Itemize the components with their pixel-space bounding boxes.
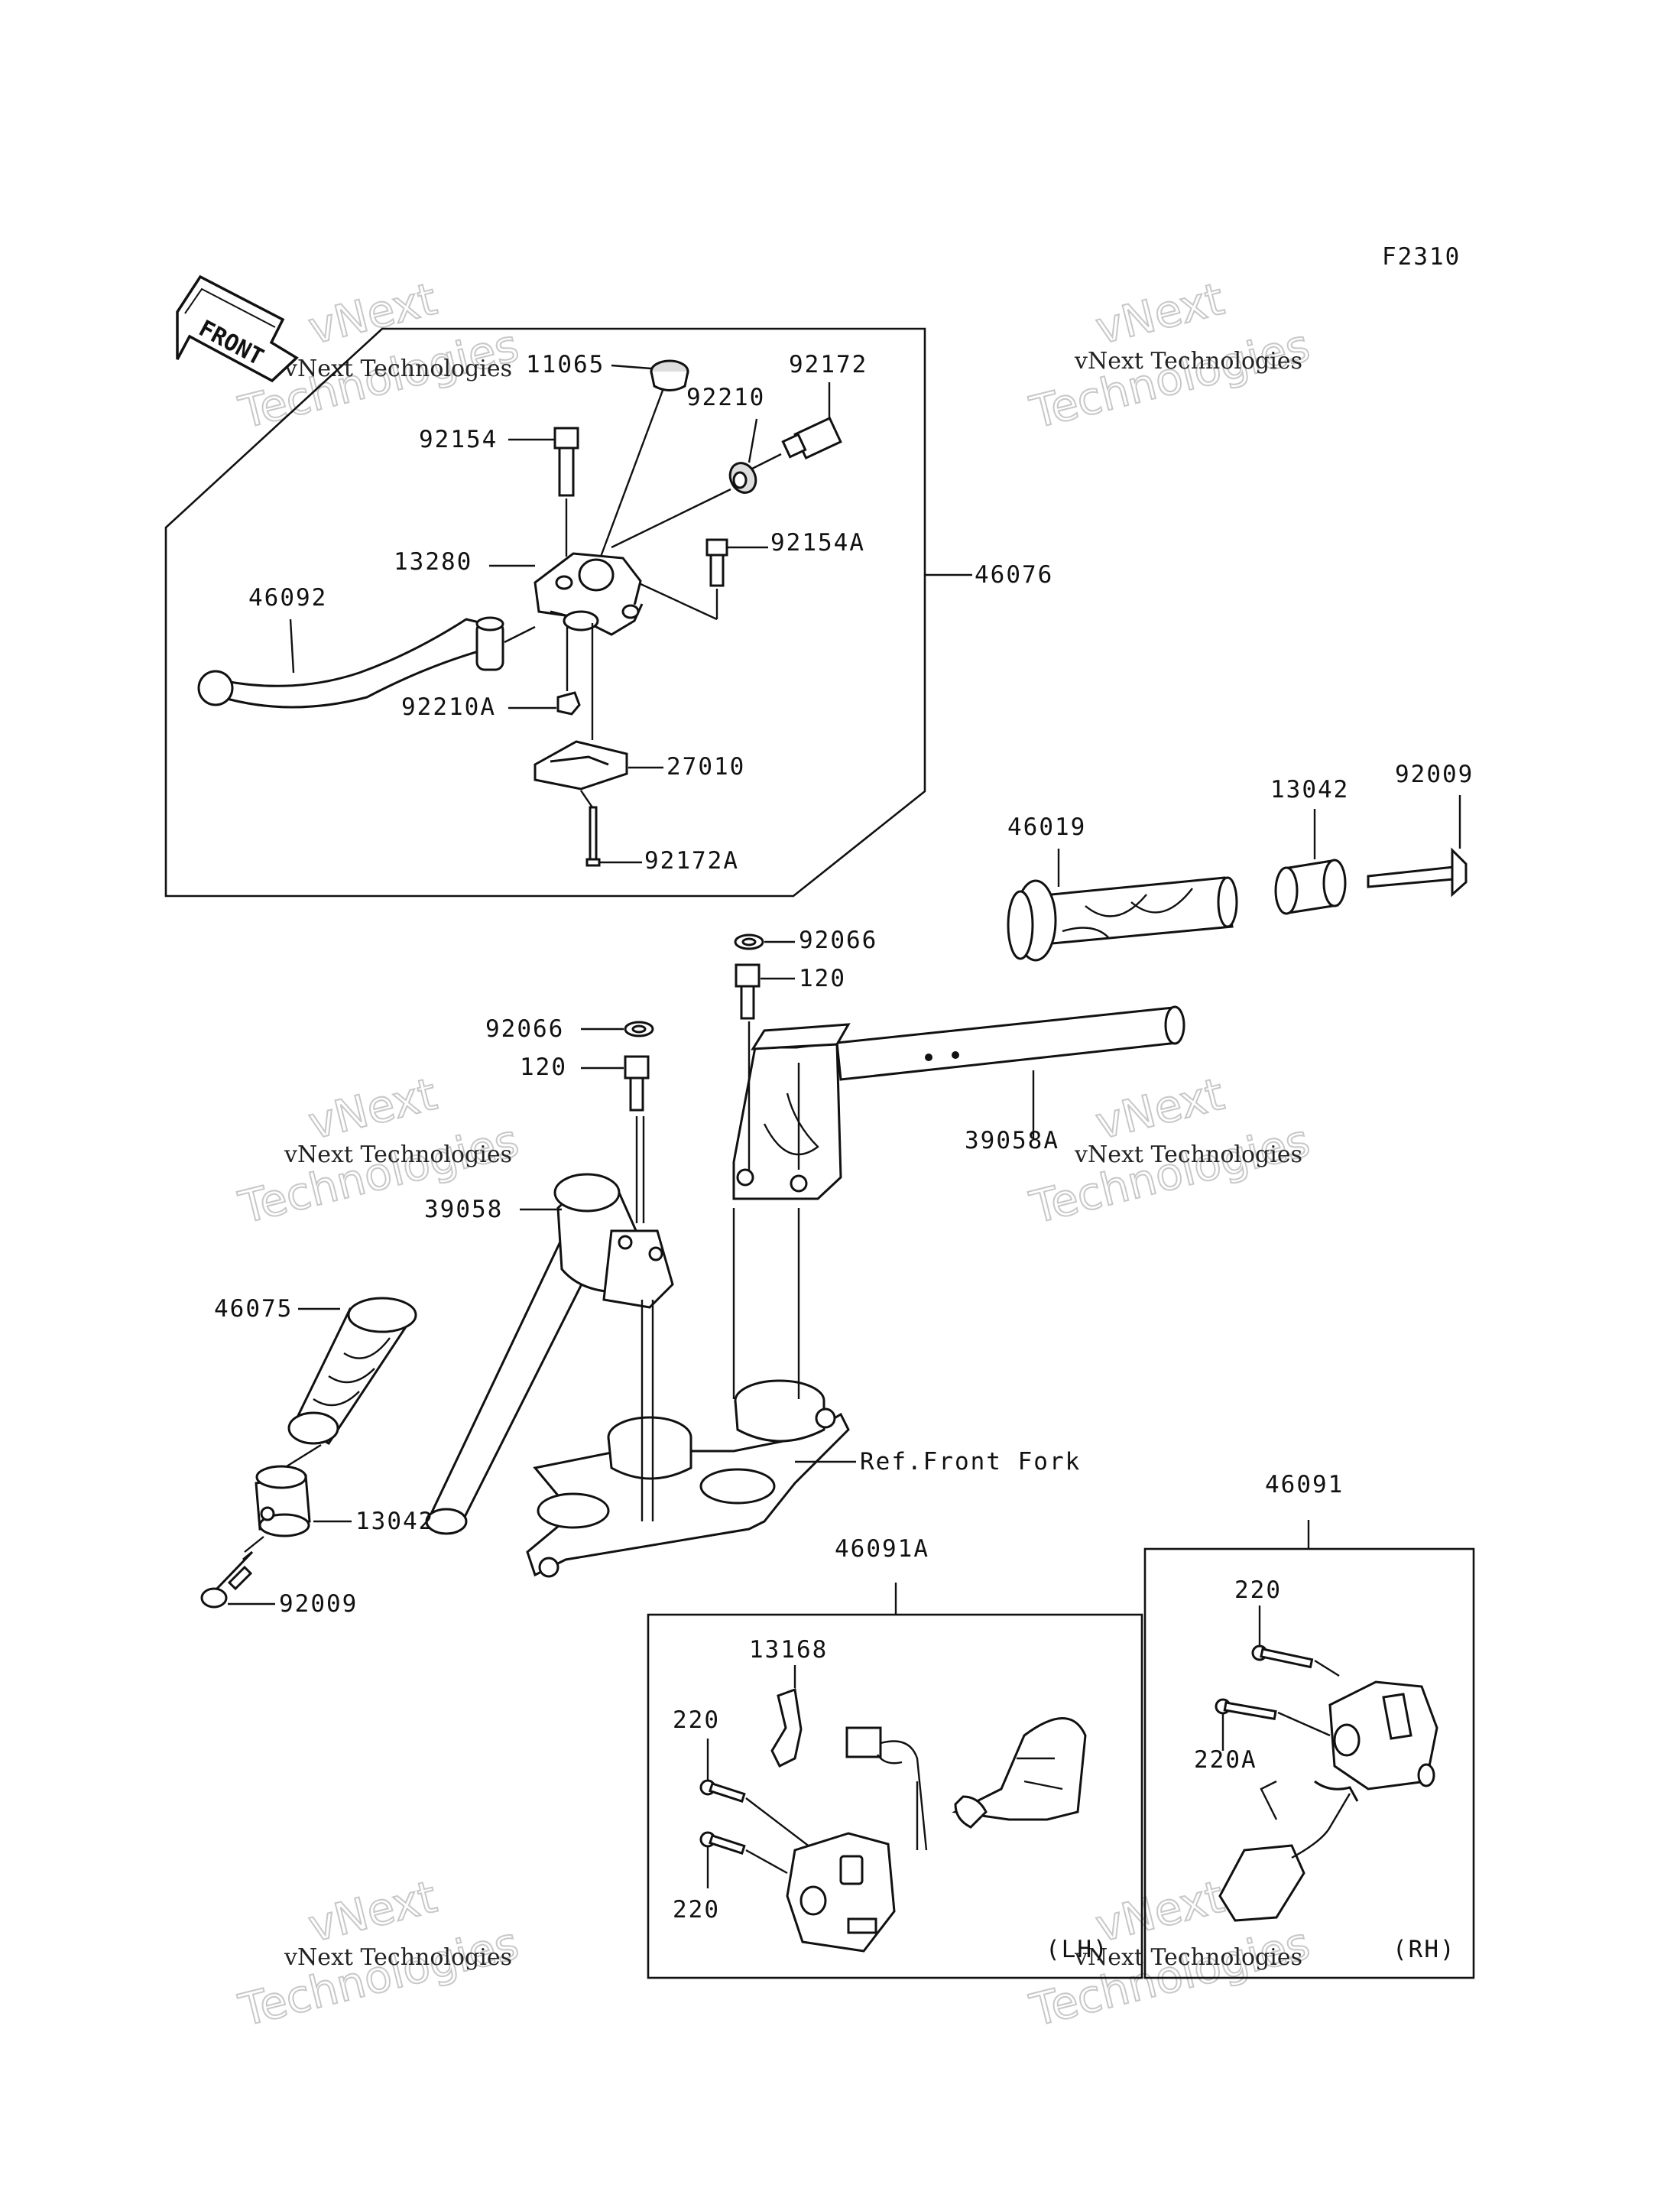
nut-92210 <box>728 462 757 494</box>
label-92172: 92172 <box>789 351 868 378</box>
inner-weight-13042-left <box>255 1465 311 1537</box>
label-rh: (RH) <box>1393 1936 1456 1963</box>
clip-13168 <box>770 1687 803 1768</box>
lever-46092 <box>197 616 504 709</box>
washer-92066-left <box>624 1021 654 1037</box>
svg-text:vNext Technologies: vNext Technologies <box>284 1944 512 1971</box>
label-ref-front-fork: Ref.Front Fork <box>860 1448 1081 1476</box>
screw-220A-rh <box>1215 1698 1277 1721</box>
label-11065: 11065 <box>526 351 605 378</box>
lever-assembly-frame <box>164 327 926 898</box>
label-92066-right: 92066 <box>799 927 877 954</box>
washer-92066-right <box>734 933 764 950</box>
screw-220-lh-bottom <box>699 1831 746 1855</box>
lh-connector <box>845 1726 928 1851</box>
label-46019: 46019 <box>1007 813 1086 841</box>
label-46091A: 46091A <box>835 1535 929 1563</box>
nut-92210A <box>556 691 581 716</box>
bolt-120-left <box>624 1055 650 1112</box>
front-arrow-icon: FRONT <box>176 274 299 383</box>
label-220-lh-bottom: 220 <box>673 1896 720 1924</box>
bolt-120-right <box>735 963 761 1020</box>
rh-throttle-connector <box>1218 1780 1351 1922</box>
watermark-top-right: vNext Technologies vNext Technologies <box>1024 272 1315 440</box>
label-220A: 220A <box>1194 1746 1257 1774</box>
label-lh: (LH) <box>1046 1936 1109 1963</box>
label-92210: 92210 <box>686 384 765 411</box>
label-92172A: 92172A <box>644 847 739 875</box>
grip-46075 <box>287 1297 417 1446</box>
svg-text:vNext Technologies: vNext Technologies <box>284 1141 512 1168</box>
label-46076: 46076 <box>975 561 1053 589</box>
label-27010: 27010 <box>666 753 745 781</box>
svg-text:vNext Technologies: vNext Technologies <box>284 356 512 382</box>
rh-switch-housing <box>1314 1680 1438 1802</box>
inner-weight-13042-right <box>1274 859 1347 915</box>
svg-text:vNext Technologies: vNext Technologies <box>1074 1141 1302 1168</box>
lh-switch-housing <box>786 1832 896 1953</box>
label-13280: 13280 <box>394 548 472 576</box>
handlebar-39058A <box>732 1005 1185 1200</box>
label-220-lh-top: 220 <box>673 1706 720 1734</box>
watermark-bottom-left: vNext Technologies vNext Technologies <box>233 1870 524 2037</box>
screw-92172 <box>781 417 842 459</box>
label-92009-left: 92009 <box>279 1590 358 1618</box>
bolt-92154A <box>705 538 728 587</box>
label-92210A: 92210A <box>401 693 496 721</box>
label-220-rh: 220 <box>1234 1576 1282 1604</box>
bolt-92009-left <box>200 1550 254 1609</box>
switch-27010 <box>534 740 628 791</box>
label-13042-left: 13042 <box>355 1508 434 1535</box>
label-120-left: 120 <box>520 1054 567 1081</box>
cap-11065 <box>650 359 689 391</box>
label-13042-right: 13042 <box>1270 776 1349 804</box>
label-92066-left: 92066 <box>485 1015 564 1043</box>
screw-220-rh <box>1251 1644 1314 1669</box>
figure-code: F2310 <box>1382 243 1461 271</box>
lh-horn-switch <box>952 1717 1087 1829</box>
label-46092: 46092 <box>248 584 327 612</box>
label-92009-right: 92009 <box>1395 761 1474 788</box>
part-labels: 11065 92172 92210 92154 92154A 13280 460… <box>214 351 1474 1963</box>
label-39058A: 39058A <box>965 1127 1059 1154</box>
label-46075: 46075 <box>214 1295 293 1323</box>
label-92154: 92154 <box>419 426 498 453</box>
grip-46019 <box>1007 876 1238 962</box>
svg-text:vNext Technologies: vNext Technologies <box>1074 1944 1302 1971</box>
watermark-mid-right: vNext Technologies vNext Technologies <box>1024 1067 1315 1235</box>
label-39058: 39058 <box>424 1196 503 1223</box>
clamp-body-13280 <box>534 552 644 636</box>
label-46091: 46091 <box>1265 1471 1344 1498</box>
label-92154A: 92154A <box>770 529 865 557</box>
bolt-92154 <box>553 427 579 497</box>
screw-220-lh-top <box>699 1779 746 1803</box>
screw-92172A <box>585 806 601 867</box>
svg-text:vNext Technologies: vNext Technologies <box>1074 348 1302 375</box>
top-triple-clamp <box>526 1379 850 1578</box>
label-120-right: 120 <box>799 965 846 992</box>
label-13168: 13168 <box>749 1636 828 1664</box>
handlebar-39058 <box>425 1173 674 1535</box>
bolt-92009-right <box>1367 847 1468 898</box>
